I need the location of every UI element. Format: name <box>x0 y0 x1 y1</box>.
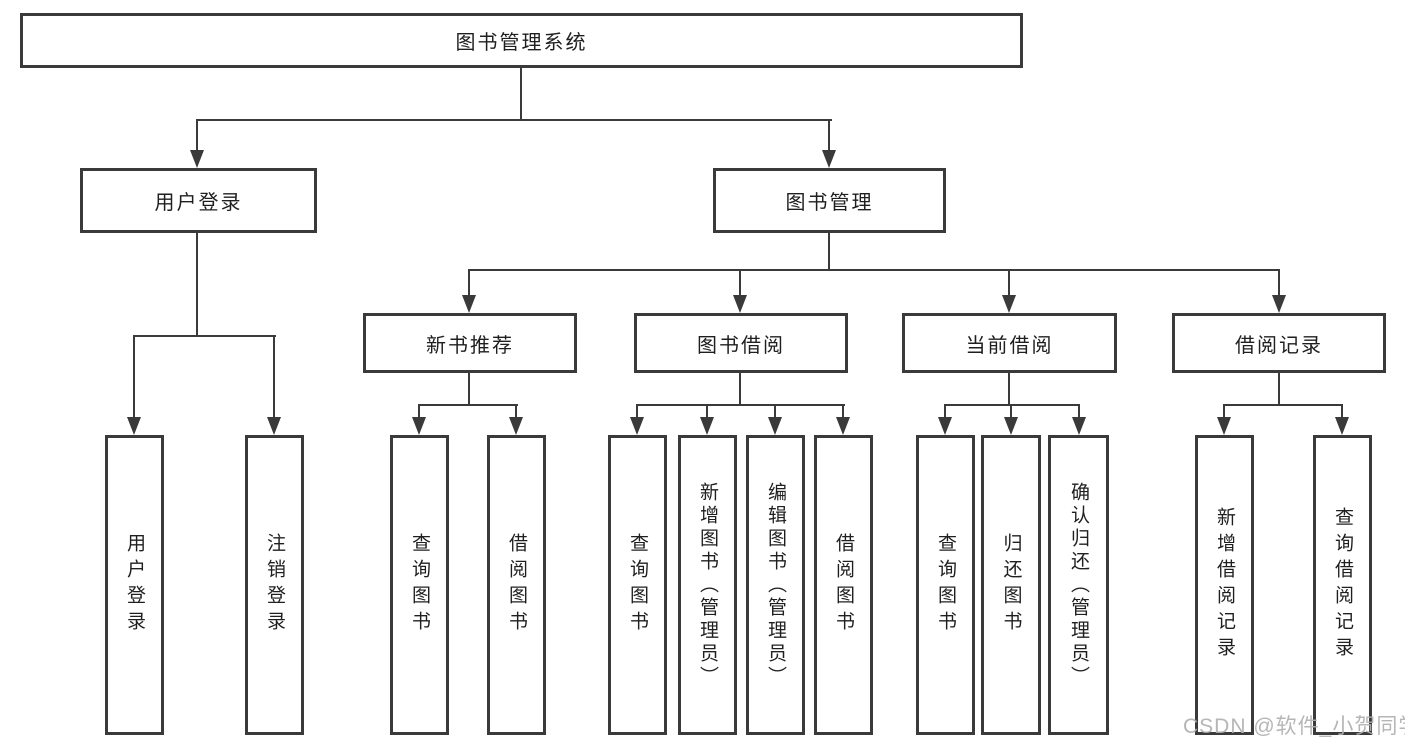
csdn-watermark: CSDN @软件_小贺同学 <box>1183 715 1405 738</box>
arrow-down-icon <box>1335 417 1349 435</box>
leaf-query-books-current: 查询图书 <box>916 435 975 735</box>
leaf-label: 借阅图书 <box>506 533 527 637</box>
connector-currentborrow-horizontal <box>944 404 1080 406</box>
leaf-label: 新增图书（管理员） <box>697 481 718 689</box>
leaf-label: 编辑图书（管理员） <box>765 481 786 689</box>
connector-drop-book-borrow <box>739 269 741 297</box>
node-book-borrow: 图书借阅 <box>634 313 848 373</box>
connector-drop <box>1341 404 1343 419</box>
leaf-borrow-books-borrow: 借阅图书 <box>814 435 873 735</box>
arrow-down-icon <box>938 417 952 435</box>
connector-drop-current-borrow <box>1008 269 1010 297</box>
leaf-query-borrow-record: 查询借阅记录 <box>1313 435 1372 735</box>
connector-borrowrecords-vertical <box>1278 371 1280 406</box>
connector-newbook-horizontal <box>418 404 518 406</box>
connector-drop-leaf-user-login <box>133 335 135 419</box>
node-current-borrow: 当前借阅 <box>902 313 1117 373</box>
leaf-label: 查询图书 <box>627 533 648 637</box>
connector-root-vertical <box>520 66 522 121</box>
connector-root-horizontal <box>196 119 832 121</box>
connector-drop-new-book <box>468 269 470 297</box>
leaf-return-book: 归还图书 <box>981 435 1041 735</box>
connector-drop <box>636 404 638 419</box>
connector-drop <box>515 404 517 419</box>
leaf-label: 确认归还（管理员） <box>1068 481 1089 689</box>
root-node-book-management-system: 图书管理系统 <box>20 13 1023 68</box>
arrow-down-icon <box>822 150 836 168</box>
leaf-query-books-borrow: 查询图书 <box>608 435 667 735</box>
arrow-down-icon <box>1272 295 1286 313</box>
arrow-down-icon <box>412 417 426 435</box>
connector-drop <box>1010 404 1012 419</box>
leaf-add-borrow-record: 新增借阅记录 <box>1195 435 1254 735</box>
leaf-borrow-books-recommend: 借阅图书 <box>487 435 546 735</box>
connector-drop <box>418 404 420 419</box>
arrow-down-icon <box>768 417 782 435</box>
arrow-down-icon <box>1217 417 1231 435</box>
leaf-label: 查询借阅记录 <box>1332 507 1353 663</box>
connector-bookborrow-horizontal <box>636 404 845 406</box>
arrow-down-icon <box>190 150 204 168</box>
connector-drop-leaf-logout <box>273 335 275 419</box>
connector-drop <box>944 404 946 419</box>
leaf-label: 查询图书 <box>409 533 430 637</box>
connector-drop <box>1078 404 1080 419</box>
arrow-down-icon <box>127 417 141 435</box>
connector-borrowrecords-horizontal <box>1223 404 1343 406</box>
node-borrow-records: 借阅记录 <box>1172 313 1386 373</box>
connector-drop <box>1223 404 1225 419</box>
leaf-label: 借阅图书 <box>833 533 854 637</box>
leaf-query-books-recommend: 查询图书 <box>390 435 449 735</box>
arrow-down-icon <box>462 295 476 313</box>
branch-user-login: 用户登录 <box>80 168 317 233</box>
leaf-label: 查询图书 <box>935 533 956 637</box>
leaf-add-book-admin: 新增图书（管理员） <box>678 435 737 735</box>
arrow-down-icon <box>733 295 747 313</box>
connector-user-login-vertical <box>196 231 198 337</box>
leaf-label: 新增借阅记录 <box>1214 507 1235 663</box>
arrow-down-icon <box>700 417 714 435</box>
leaf-confirm-return-admin: 确认归还（管理员） <box>1048 435 1109 735</box>
connector-drop <box>842 404 844 419</box>
leaf-label: 注销登录 <box>264 533 285 637</box>
connector-bookborrow-vertical <box>739 371 741 406</box>
connector-book-management-horizontal <box>468 269 1280 271</box>
arrow-down-icon <box>509 417 523 435</box>
leaf-label: 用户登录 <box>124 533 145 637</box>
arrow-down-icon <box>630 417 644 435</box>
connector-drop-user-login <box>196 119 198 152</box>
connector-drop <box>706 404 708 419</box>
leaf-label: 归还图书 <box>1000 533 1022 637</box>
arrow-down-icon <box>836 417 850 435</box>
connector-drop <box>774 404 776 419</box>
leaf-edit-book-admin: 编辑图书（管理员） <box>746 435 805 735</box>
arrow-down-icon <box>1002 295 1016 313</box>
arrow-down-icon <box>1004 417 1018 435</box>
arrow-down-icon <box>1072 417 1086 435</box>
leaf-user-login: 用户登录 <box>105 435 164 735</box>
leaf-logout: 注销登录 <box>245 435 304 735</box>
connector-newbook-vertical <box>468 371 470 406</box>
connector-currentborrow-vertical <box>1008 371 1010 406</box>
connector-book-management-vertical <box>828 231 830 271</box>
connector-drop-borrow-records <box>1278 269 1280 297</box>
arrow-down-icon <box>267 417 281 435</box>
connector-drop-book-management <box>828 119 830 152</box>
branch-book-management: 图书管理 <box>713 168 946 233</box>
connector-user-login-horizontal <box>133 335 276 337</box>
node-new-book-recommend: 新书推荐 <box>363 313 577 373</box>
